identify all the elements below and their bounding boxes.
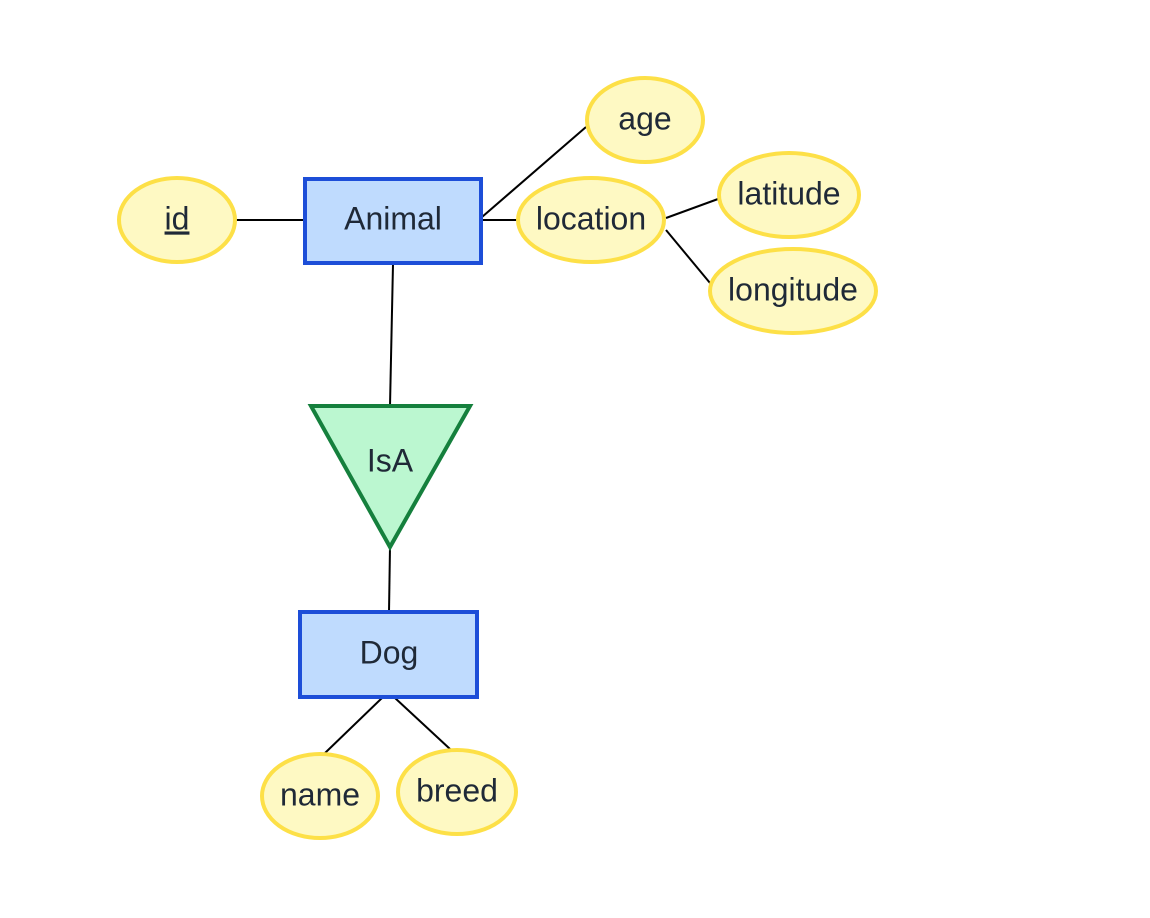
entity-dog-box <box>298 610 479 699</box>
connectors <box>236 126 719 754</box>
attribute-location-ellipse <box>516 176 666 264</box>
attribute-latitude-label: latitude <box>737 175 840 211</box>
isa-label: IsA <box>367 442 414 478</box>
attribute-age-label: age <box>618 100 671 136</box>
attribute-id[interactable]: id <box>117 176 237 264</box>
attribute-name-ellipse <box>260 752 380 840</box>
attribute-id-label: id <box>165 200 190 236</box>
edge-location-longitude <box>665 229 711 284</box>
attribute-longitude-label: longitude <box>728 271 858 307</box>
edge-dog-breed <box>394 697 451 750</box>
entity-dog-label: Dog <box>360 634 419 670</box>
attribute-breed-label: breed <box>416 772 498 808</box>
attribute-location[interactable]: location <box>516 176 666 264</box>
entity-animal[interactable]: Animal <box>303 177 483 265</box>
attribute-latitude-ellipse <box>717 151 861 239</box>
attribute-age[interactable]: age <box>585 76 705 164</box>
edge-location-latitude <box>665 198 719 219</box>
edge-isa-dog <box>388 546 391 613</box>
entity-dog[interactable]: Dog <box>298 610 479 699</box>
attribute-age-ellipse <box>585 76 705 164</box>
isa-relationship[interactable]: IsA <box>307 404 474 552</box>
entity-animal-label: Animal <box>344 200 442 236</box>
attribute-longitude[interactable]: longitude <box>708 247 878 335</box>
attribute-latitude[interactable]: latitude <box>717 151 861 239</box>
attribute-name-label: name <box>280 776 360 812</box>
edge-animal-isa <box>389 263 394 407</box>
attribute-location-label: location <box>536 200 646 236</box>
attribute-breed[interactable]: breed <box>396 748 518 836</box>
attribute-id-ellipse <box>117 176 237 264</box>
edge-dog-name <box>324 697 383 754</box>
isa-triangle <box>307 404 474 552</box>
attribute-longitude-ellipse <box>708 247 878 335</box>
attribute-breed-ellipse <box>396 748 518 836</box>
attribute-name[interactable]: name <box>260 752 380 840</box>
entity-animal-box <box>303 177 483 265</box>
edge-animal-age <box>481 126 587 218</box>
